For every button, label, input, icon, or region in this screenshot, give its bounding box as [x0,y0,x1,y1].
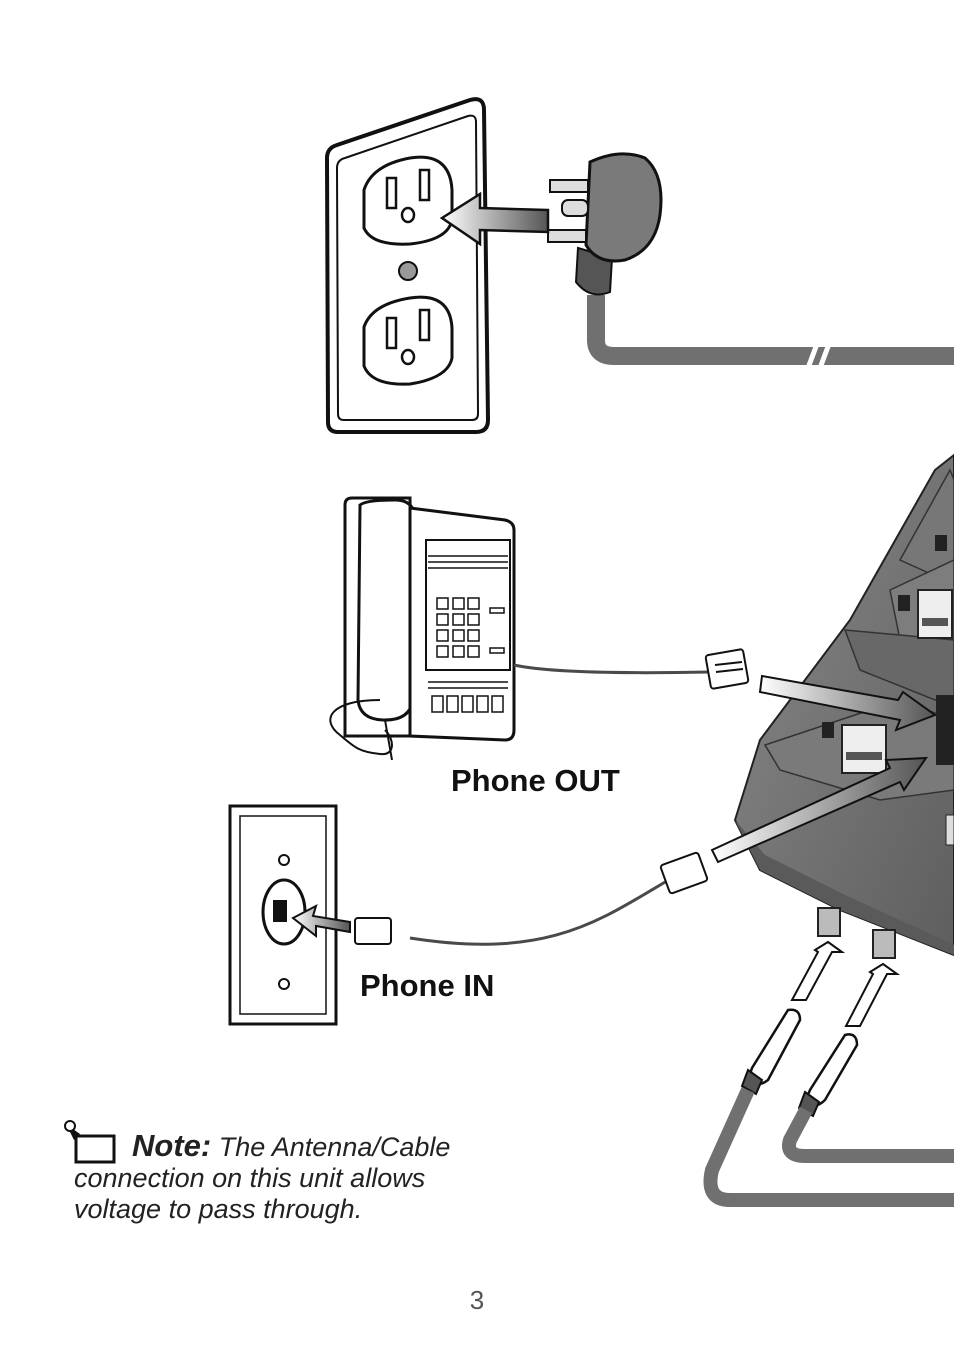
power-plug-icon [439,152,954,369]
note-text: Note: The Antenna/Cable connection on th… [74,1130,494,1225]
note-heading: Note: [132,1128,212,1163]
note-body: Antenna/Cable connection on this unit al… [74,1132,451,1224]
note-first-word: The [218,1132,266,1162]
note-pushpin-icon [64,1120,116,1164]
telephone-icon [329,496,938,761]
coax-connector-icon [703,907,954,1207]
phone-in-label: Phone IN [360,968,495,1003]
page-number: 3 [469,1285,485,1315]
phone-wall-jack-icon [228,756,928,1026]
wall-outlet-icon [324,97,491,434]
phone-out-label: Phone OUT [451,763,620,798]
